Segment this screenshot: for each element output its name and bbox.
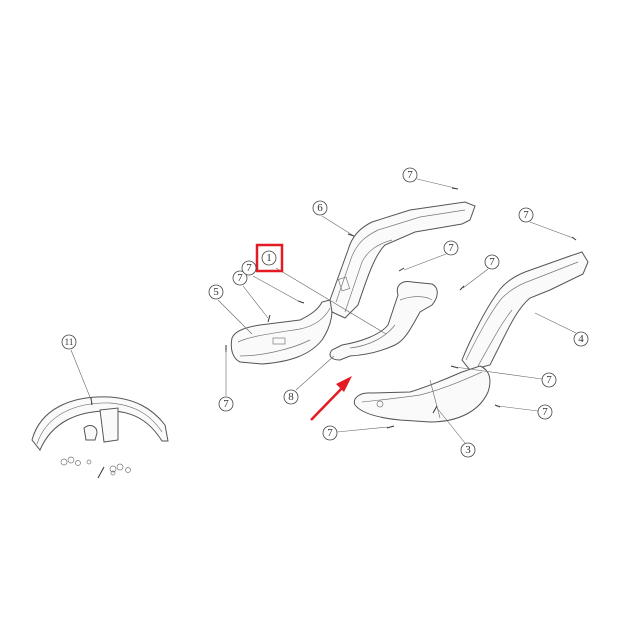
part-6-frame-cover — [329, 201, 476, 319]
svg-text:7: 7 — [327, 427, 333, 439]
svg-text:11: 11 — [65, 337, 74, 347]
fender-hardware — [60, 456, 131, 479]
callout-7: 7 — [218, 396, 234, 412]
callout-8: 8 — [283, 389, 299, 405]
leader-lines — [70, 178, 577, 444]
callout-7: 7 — [443, 240, 459, 256]
callout-4: 4 — [573, 331, 589, 347]
svg-text:6: 6 — [317, 202, 323, 214]
callout-5: 5 — [208, 284, 224, 300]
svg-text:7: 7 — [448, 242, 454, 254]
callout-7: 7 — [322, 425, 338, 441]
svg-text:7: 7 — [246, 262, 252, 274]
svg-text:4: 4 — [578, 333, 584, 345]
callout-7: 7 — [541, 372, 557, 388]
svg-text:8: 8 — [288, 391, 294, 403]
callout-7: 7 — [241, 260, 257, 276]
part-3-floor-cover — [353, 365, 491, 423]
callout-11: 11 — [61, 334, 77, 350]
part-5-side-cover — [230, 299, 333, 365]
red-arrow-icon — [310, 376, 352, 421]
svg-text:7: 7 — [223, 398, 229, 410]
callout-7: 7 — [402, 167, 418, 183]
part-11-front-fender — [31, 396, 169, 479]
callout-1: 1 — [255, 243, 284, 273]
highlight-box — [255, 243, 284, 273]
svg-text:7: 7 — [523, 209, 529, 221]
callout-7: 7 — [484, 254, 500, 270]
callout-6: 6 — [312, 200, 328, 216]
callout-7: 7 — [518, 207, 534, 223]
svg-text:7: 7 — [546, 374, 552, 386]
callout-7: 7 — [537, 404, 553, 420]
part-8-center-panel — [329, 281, 438, 361]
svg-text:7: 7 — [237, 272, 243, 284]
svg-text:7: 7 — [407, 169, 413, 181]
svg-text:1: 1 — [266, 252, 272, 264]
svg-text:7: 7 — [489, 256, 495, 268]
callout-3: 3 — [460, 442, 476, 458]
svg-text:3: 3 — [465, 444, 471, 456]
part-4-right-frame-cover — [461, 251, 589, 371]
callout-7: 7 — [232, 270, 248, 286]
svg-text:7: 7 — [542, 406, 548, 418]
svg-text:5: 5 — [213, 286, 219, 298]
